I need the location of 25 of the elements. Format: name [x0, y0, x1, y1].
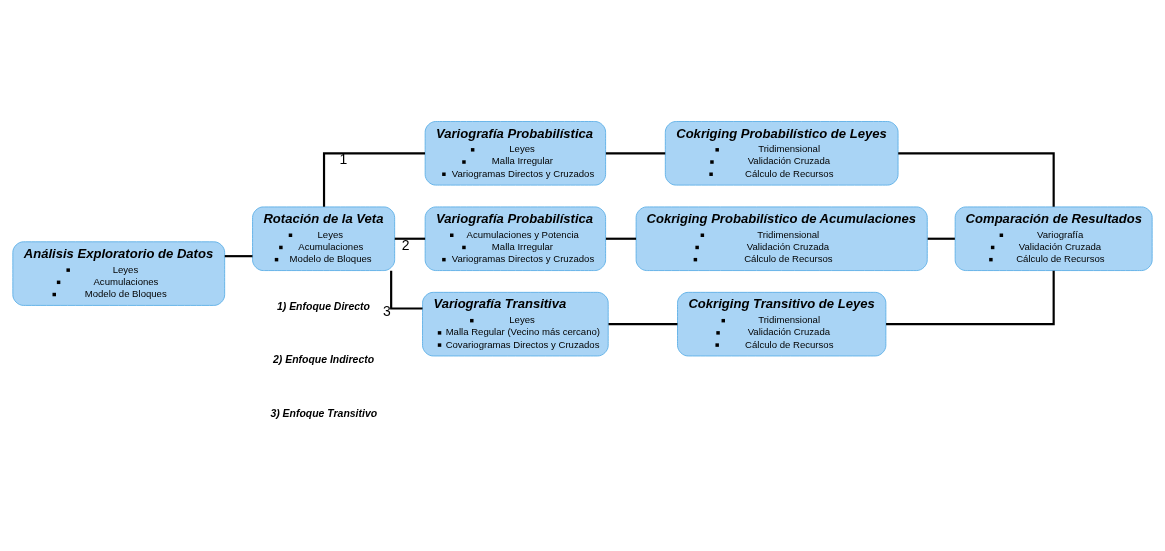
- label: 3) Enfoque Transitivo: [270, 407, 378, 419]
- edge-label: 2: [401, 236, 410, 253]
- connector: [927, 237, 955, 240]
- node-box: Comparación de Resultados Variografía Validación Cruzada Cálculo de Recursos: [954, 206, 1153, 271]
- edge-label: 3: [382, 302, 391, 319]
- node-box: Cokriging Probabilístico de Acumulaciones Tridimensional Validación Cruzada Cálculo de Recursos: [635, 206, 928, 271]
- label: 2) Enfoque Indirecto: [273, 353, 375, 365]
- connector: [394, 237, 426, 240]
- connector: [605, 151, 666, 154]
- connector: [390, 270, 423, 310]
- node-box: Cokriging Probabilístico de Leyes Tridimensional Validación Cruzada Cálculo de Recursos: [664, 120, 899, 186]
- connector: [886, 270, 1055, 325]
- node-box: Cokriging Transitivo de Leyes Tridimensional Validación Cruzada Cálculo de Recursos: [677, 291, 887, 356]
- node-box: Variografía Probabilística Leyes Malla Irregular Variogramas Directos y Cruzados: [424, 120, 607, 186]
- node-box: Análisis Exploratorio de Datos Leyes Acumulaciones Modelo de Bloques: [12, 240, 226, 306]
- node-box: Rotación de la Veta Leyes Acumulaciones Modelo de Bloques: [252, 206, 396, 271]
- connector: [605, 237, 637, 240]
- connector: [224, 254, 253, 257]
- edge-label: 1: [339, 150, 348, 167]
- connector: [608, 322, 678, 325]
- connector: [898, 151, 1055, 207]
- node-box: Variografía Probabilística Acumulaciones y Potencia Malla Irregular Variogramas Directos y Cruzados: [424, 206, 607, 271]
- label: 1) Enfoque Directo: [276, 300, 370, 312]
- node-box: Variografía Transitiva Leyes Malla Regular (Vecino más cercano) Covariogramas Directos y Cruzados: [422, 291, 609, 356]
- connector: [322, 151, 426, 207]
